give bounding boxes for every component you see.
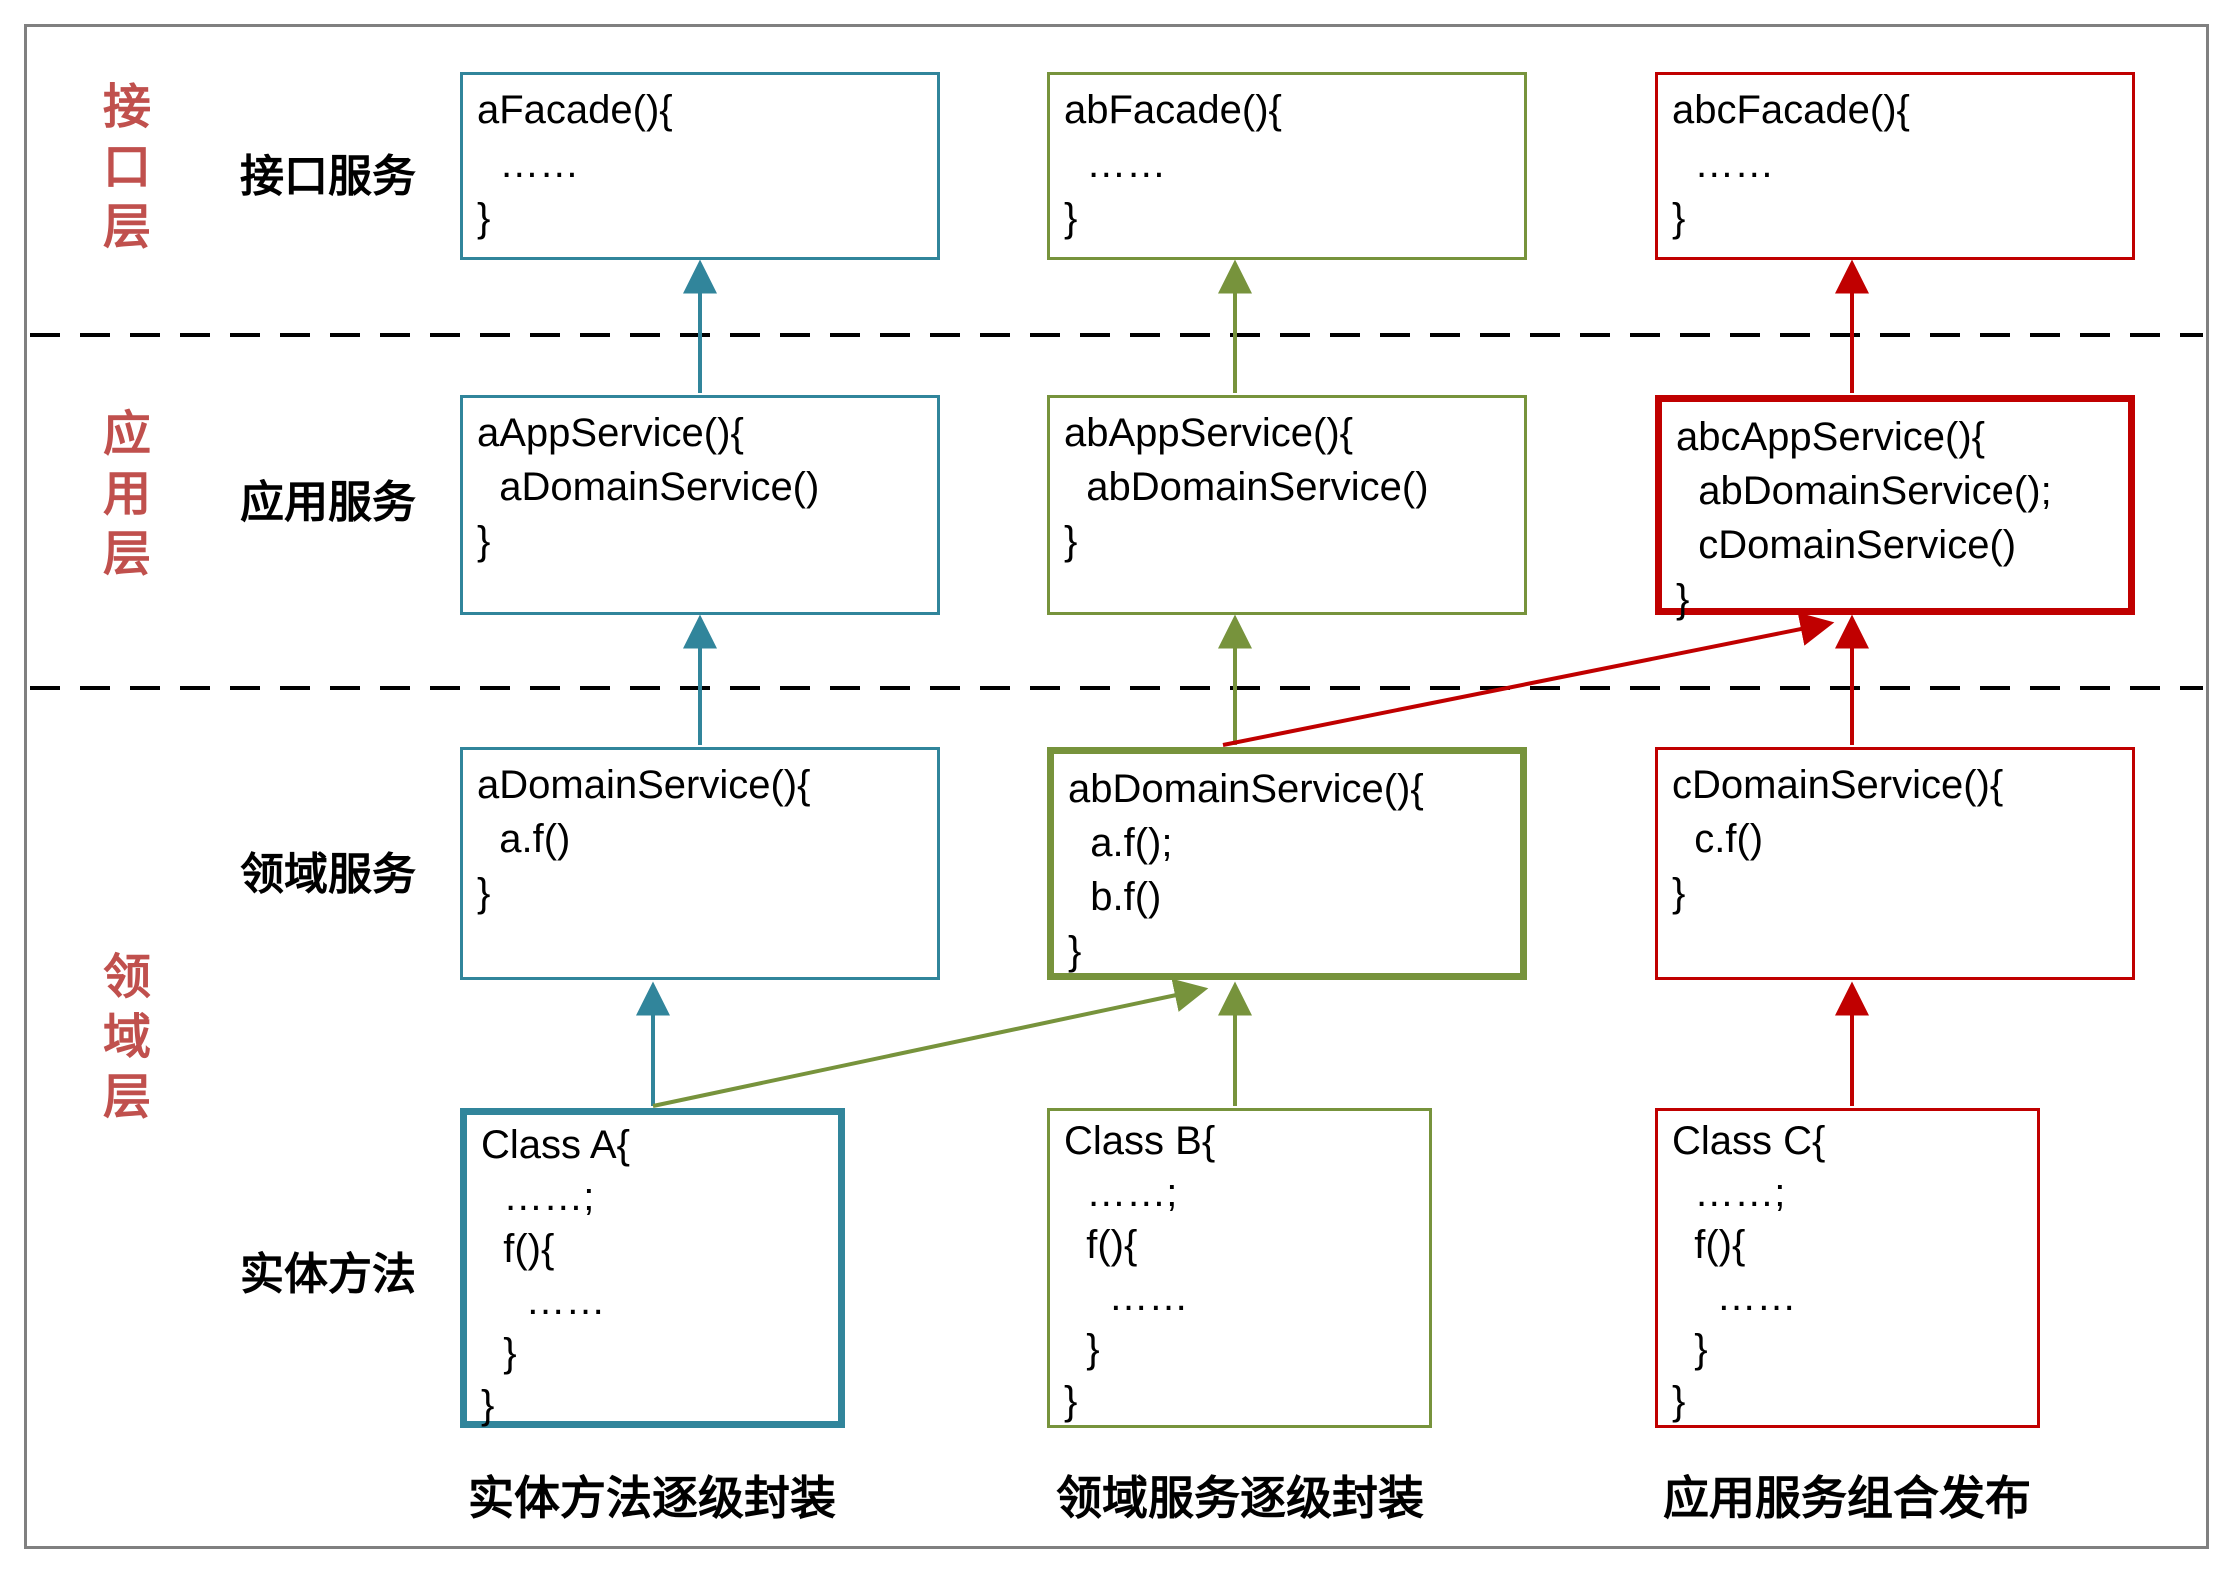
ab-facade-code: abFacade(){ …… } bbox=[1064, 88, 1282, 240]
caption-app-service-composition: 应用服务组合发布 bbox=[1663, 1472, 2031, 1524]
box-ab-app-service: abAppService(){ abDomainService() } bbox=[1047, 395, 1527, 615]
box-c-domain-service: cDomainService(){ c.f() } bbox=[1655, 747, 2135, 980]
caption-domain-service-wrapping: 领域服务逐级封装 bbox=[1056, 1472, 1424, 1524]
box-class-a: Class A{ ……; f(){ …… } } bbox=[460, 1108, 845, 1428]
box-abc-app-service: abcAppService(){ abDomainService(); cDom… bbox=[1655, 395, 2135, 621]
box-ab-domain-service: abDomainService(){ a.f(); b.f() } bbox=[1047, 747, 1527, 980]
c-domain-service-code: cDomainService(){ c.f() } bbox=[1672, 763, 2004, 915]
layer-label-domain: 领域层 bbox=[102, 951, 151, 1124]
a-domain-service-code: aDomainService(){ a.f() } bbox=[477, 763, 811, 915]
box-ab-facade: abFacade(){ …… } bbox=[1047, 72, 1527, 260]
box-abc-facade: abcFacade(){ …… } bbox=[1655, 72, 2135, 260]
a-app-service-code: aAppService(){ aDomainService() } bbox=[477, 411, 820, 563]
class-c-code: Class C{ ……; f(){ …… } } bbox=[1672, 1119, 1826, 1423]
box-a-app-service: aAppService(){ aDomainService() } bbox=[460, 395, 940, 615]
box-a-domain-service: aDomainService(){ a.f() } bbox=[460, 747, 940, 980]
layer-label-interface: 接口层 bbox=[102, 81, 151, 254]
box-a-facade: aFacade(){ …… } bbox=[460, 72, 940, 260]
row-label-interface-service: 接口服务 bbox=[240, 152, 416, 201]
layer-separator-interface-application bbox=[30, 333, 2203, 337]
ab-domain-service-code: abDomainService(){ a.f(); b.f() } bbox=[1068, 767, 1424, 973]
layer-label-application: 应用层 bbox=[102, 408, 151, 581]
class-b-code: Class B{ ……; f(){ …… } } bbox=[1064, 1119, 1216, 1423]
row-label-entity-method: 实体方法 bbox=[240, 1250, 416, 1299]
row-label-app-service: 应用服务 bbox=[240, 478, 416, 527]
layer-separator-application-domain bbox=[30, 686, 2203, 690]
box-class-c: Class C{ ……; f(){ …… } } bbox=[1655, 1108, 2040, 1428]
class-a-code: Class A{ ……; f(){ …… } } bbox=[481, 1123, 630, 1427]
ab-app-service-code: abAppService(){ abDomainService() } bbox=[1064, 411, 1429, 563]
box-class-b: Class B{ ……; f(){ …… } } bbox=[1047, 1108, 1432, 1428]
abc-facade-code: abcFacade(){ …… } bbox=[1672, 88, 1910, 240]
row-label-domain-service: 领域服务 bbox=[240, 850, 416, 899]
abc-app-service-code: abcAppService(){ abDomainService(); cDom… bbox=[1676, 415, 2052, 621]
a-facade-code: aFacade(){ …… } bbox=[477, 88, 673, 240]
caption-entity-method-wrapping: 实体方法逐级封装 bbox=[468, 1472, 836, 1524]
